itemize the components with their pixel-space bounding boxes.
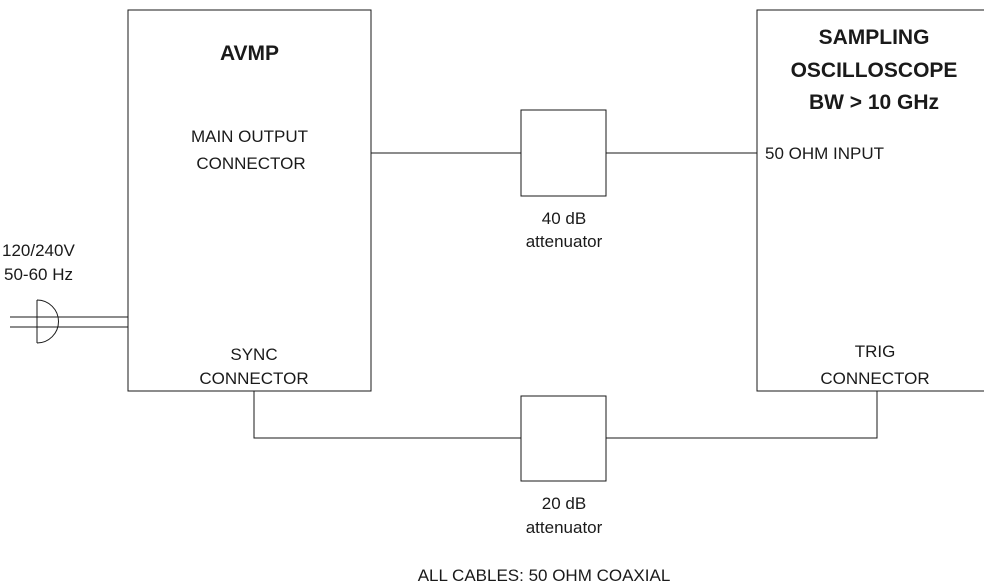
scope-input-label: 50 OHM INPUT xyxy=(765,144,885,163)
avmp-box xyxy=(127,9,372,392)
attenuator-40db-label: attenuator xyxy=(525,232,603,251)
main-output-label-line2: CONNECTOR xyxy=(196,154,306,173)
power-frequency-label: 50-60 Hz xyxy=(4,265,73,284)
cables-note: ALL CABLES: 50 OHM COAXIAL xyxy=(417,566,671,585)
cable-sync-to-attenuator xyxy=(253,391,521,439)
cable-attenuator-to-trig xyxy=(606,391,878,439)
sync-label-line2: CONNECTOR xyxy=(199,369,309,388)
avmp-title: AVMP xyxy=(219,42,280,65)
power-voltage-label: 120/240V xyxy=(2,241,75,260)
scope-title-line2: OSCILLOSCOPE xyxy=(790,59,958,82)
attenuator-20db-value: 20 dB xyxy=(541,494,587,513)
sync-label-line1: SYNC xyxy=(230,345,278,364)
attenuator-20db-box xyxy=(520,395,607,482)
attenuator-20db-label: attenuator xyxy=(525,518,603,537)
attenuator-40db-value: 40 dB xyxy=(541,209,587,228)
attenuator-40db-box xyxy=(520,109,607,197)
main-output-label-line1: MAIN OUTPUT xyxy=(190,127,309,146)
power-plug-icon xyxy=(36,299,59,344)
scope-title-line3: BW > 10 GHz xyxy=(808,91,940,114)
trig-label-line2: CONNECTOR xyxy=(820,369,930,388)
trig-label-line1: TRIG xyxy=(854,342,896,361)
scope-title-line1: SAMPLING xyxy=(818,26,930,49)
